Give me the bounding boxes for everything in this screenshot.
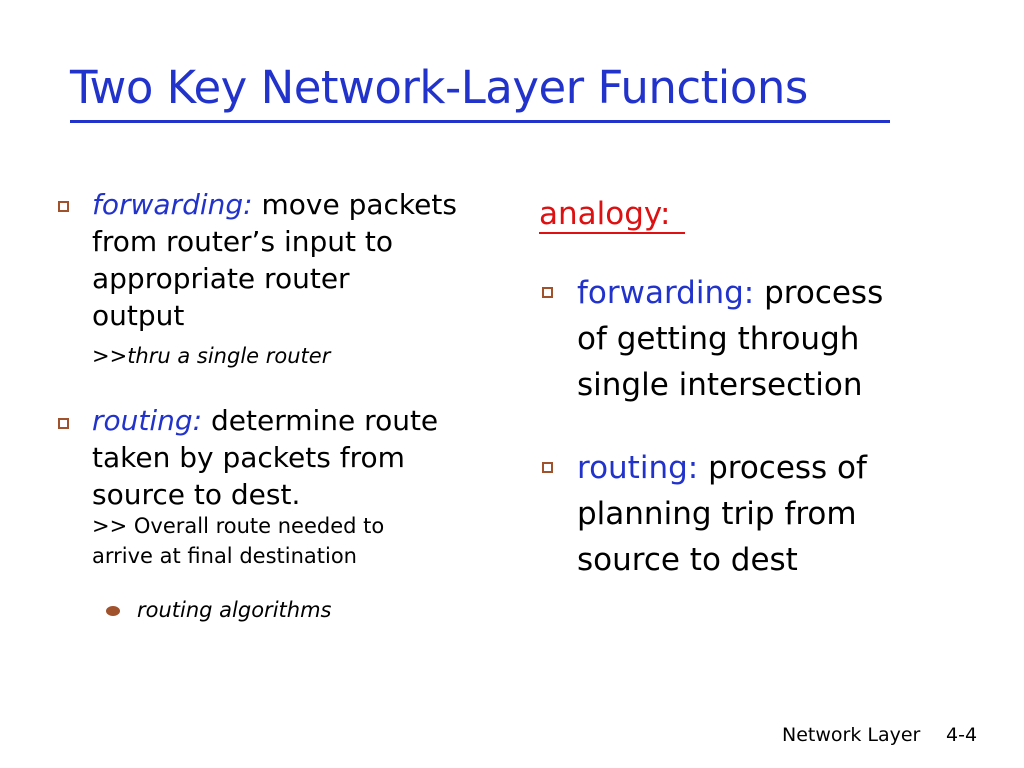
square-bullet-icon (58, 418, 69, 429)
forwarding-keyword: forwarding: (92, 188, 253, 221)
routing-text-1: determine route (211, 404, 439, 437)
left-routing-item: routing: determine route taken by packet… (92, 402, 512, 513)
forwarding-note: >>thru a single router (92, 344, 331, 368)
square-bullet-icon (58, 201, 69, 212)
routing-text-2: taken by packets from (92, 441, 405, 474)
routing-note-2: arrive at final destination (92, 544, 357, 568)
right-forwarding-text-1: process (764, 275, 884, 311)
slide-title: Two Key Network-Layer Functions (70, 61, 808, 114)
right-routing-text-1: process of (708, 450, 867, 486)
right-routing-item: routing: process of planning trip from s… (577, 445, 1007, 583)
right-routing-keyword: routing: (577, 450, 699, 486)
right-forwarding-item: forwarding: process of getting through s… (577, 270, 1007, 408)
title-underline (70, 120, 890, 123)
right-routing-text-3: source to dest (577, 542, 798, 578)
routing-sub-bullet: routing algorithms (137, 598, 332, 622)
square-bullet-icon (542, 462, 553, 473)
forwarding-text-2: from router’s input to (92, 225, 393, 258)
square-bullet-icon (542, 287, 553, 298)
footer-page-number: 4-4 (946, 724, 978, 746)
forwarding-text-1: move packets (261, 188, 457, 221)
routing-keyword: routing: (92, 404, 203, 437)
routing-text-3: source to dest. (92, 478, 301, 511)
round-bullet-icon (106, 606, 120, 616)
analogy-label: analogy: (539, 196, 671, 232)
footer-section: Network Layer (782, 724, 921, 746)
left-forwarding-item: forwarding: move packets from router’s i… (92, 186, 512, 334)
routing-note-1: >> Overall route needed to (92, 514, 385, 538)
right-routing-text-2: planning trip from (577, 496, 857, 532)
analogy-underline (539, 232, 685, 234)
routing-note: >> Overall route needed to arrive at fin… (92, 511, 384, 571)
right-forwarding-keyword: forwarding: (577, 275, 755, 311)
right-forwarding-text-2: of getting through (577, 321, 860, 357)
right-forwarding-text-3: single intersection (577, 367, 863, 403)
forwarding-text-3: appropriate router (92, 262, 350, 295)
forwarding-text-4: output (92, 299, 185, 332)
